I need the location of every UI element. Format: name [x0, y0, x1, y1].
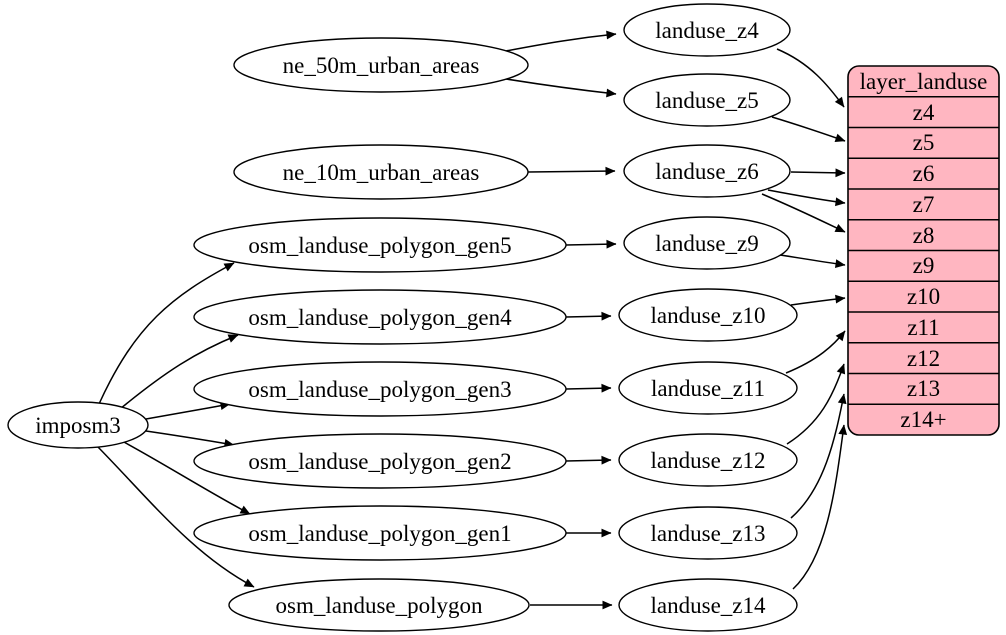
edge-ne_10m_urban_areas-landuse_z6 [527, 166, 616, 176]
layer_landuse-title: layer_landuse [860, 69, 988, 94]
record-row-label-z14: z14+ [900, 407, 946, 432]
imposm3-shape [7, 401, 149, 449]
node-layer_landuse: layer_landuse z4 z5 z6 z7 z8 z9 z10 z11 … [847, 65, 1000, 436]
node-landuse_z12: landuse_z12 [618, 433, 798, 487]
record-row-label-z4: z4 [913, 100, 935, 125]
node-landuse_z11: landuse_z11 [618, 361, 798, 415]
osm_landuse_polygon_gen4-label: osm_landuse_polygon_gen4 [248, 305, 512, 330]
landuse_z6-label: landuse_z6 [655, 159, 758, 184]
record-row-label-z13: z13 [907, 376, 940, 401]
node-landuse_z4: landuse_z4 [623, 3, 791, 57]
landuse_z10-label: landuse_z10 [651, 303, 766, 328]
osm_landuse_polygon_gen2-shape [193, 433, 567, 489]
osm_landuse_polygon_gen4-shape [193, 289, 567, 345]
landuse_z5-label: landuse_z5 [655, 88, 758, 113]
node-landuse_z6: landuse_z6 [623, 144, 791, 198]
edge-landuse_z11-row_z11 [785, 330, 846, 374]
edge-imposm3-osm_landuse_polygon_gen1 [121, 440, 251, 515]
node-osm_landuse_polygon_gen2: osm_landuse_polygon_gen2 [193, 433, 567, 489]
edge-osm_landuse_polygon_gen5-landuse_z9 [565, 239, 617, 249]
edge-landuse_z10-row_z10 [790, 294, 846, 306]
edge-landuse_z9-row_z9 [773, 253, 846, 269]
osm_landuse_polygon_gen3-shape [193, 361, 567, 417]
node-osm_landuse_polygon_gen1: osm_landuse_polygon_gen1 [193, 505, 567, 561]
edge-ne_50m_urban_areas-landuse_z4 [505, 30, 617, 52]
node-osm_landuse_polygon_gen3: osm_landuse_polygon_gen3 [193, 361, 567, 417]
node-landuse_z9: landuse_z9 [623, 216, 791, 270]
ne_10m_urban_areas-label: ne_10m_urban_areas [283, 160, 480, 185]
edge-imposm3-osm_landuse_polygon [96, 445, 255, 588]
node-osm_landuse_polygon_gen5: osm_landuse_polygon_gen5 [193, 217, 567, 273]
node-osm_landuse_polygon: osm_landuse_polygon [228, 578, 530, 632]
node-ne_50m_urban_areas: ne_50m_urban_areas [233, 37, 529, 93]
edge-osm_landuse_polygon_gen3-landuse_z11 [565, 383, 612, 393]
node-ne_10m_urban_areas: ne_10m_urban_areas [233, 144, 529, 200]
record-row-label-z7: z7 [913, 192, 935, 217]
record-row-label-z12: z12 [907, 346, 940, 371]
edge-landuse_z5-row_z5 [771, 116, 846, 143]
edge-osm_landuse_polygon_gen2-landuse_z12 [565, 455, 612, 465]
node-landuse_z13: landuse_z13 [618, 506, 798, 560]
record-row-label-z8: z8 [913, 223, 935, 248]
record-row-label-z11: z11 [907, 315, 939, 340]
landuse_z13-shape [618, 506, 798, 560]
osm_landuse_polygon-shape [228, 578, 530, 632]
landuse_z14-shape [618, 578, 798, 632]
osm_landuse_polygon_gen1-label: osm_landuse_polygon_gen1 [248, 521, 511, 546]
landuse_z6-shape [623, 144, 791, 198]
record-row-label-z10: z10 [907, 284, 940, 309]
osm_landuse_polygon-label: osm_landuse_polygon [276, 593, 483, 618]
record-row-label-z6: z6 [913, 161, 935, 186]
landuse_z4-shape [623, 3, 791, 57]
node-landuse_z14: landuse_z14 [618, 578, 798, 632]
node-landuse_z10: landuse_z10 [618, 288, 798, 342]
ne_50m_urban_areas-shape [233, 37, 529, 93]
imposm3-label: imposm3 [35, 413, 121, 438]
edge-landuse_z12-row_z12 [786, 363, 846, 445]
osm_landuse_polygon_gen5-label: osm_landuse_polygon_gen5 [248, 233, 511, 258]
edge-landuse_z6-row_z8 [761, 193, 846, 233]
edge-imposm3-osm_landuse_polygon_gen3 [145, 401, 231, 420]
edge-landuse_z13-row_z13 [790, 393, 847, 519]
landuse_z10-shape [618, 288, 798, 342]
edge-imposm3-osm_landuse_polygon_gen2 [145, 430, 235, 448]
ne_50m_urban_areas-label: ne_50m_urban_areas [283, 53, 480, 78]
ne_10m_urban_areas-shape [233, 144, 529, 200]
node-osm_landuse_polygon_gen4: osm_landuse_polygon_gen4 [193, 289, 567, 345]
landuse_z11-label: landuse_z11 [651, 376, 765, 401]
landuse_z5-shape [623, 73, 791, 127]
edge-imposm3-osm_landuse_polygon_gen5 [98, 262, 235, 405]
node-imposm3: imposm3 [7, 401, 149, 449]
osm_landuse_polygon_gen3-label: osm_landuse_polygon_gen3 [248, 377, 511, 402]
edge-ne_50m_urban_areas-landuse_z5 [505, 78, 617, 98]
node-landuse_z5: landuse_z5 [623, 73, 791, 127]
record-row-label-z5: z5 [913, 130, 935, 155]
landuse_z9-label: landuse_z9 [655, 231, 758, 256]
record-row-label-z9: z9 [913, 253, 935, 278]
landuse_z4-label: landuse_z4 [655, 18, 759, 43]
edge-osm_landuse_polygon_gen4-landuse_z10 [565, 311, 612, 321]
landuse_z12-shape [618, 433, 798, 487]
landuse_z11-shape [618, 361, 798, 415]
osm_landuse_polygon_gen2-label: osm_landuse_polygon_gen2 [248, 449, 511, 474]
osm_landuse_polygon_gen5-shape [193, 217, 567, 273]
edge-imposm3-osm_landuse_polygon_gen4 [119, 334, 239, 410]
osm_landuse_polygon_gen1-shape [193, 505, 567, 561]
landuse_z14-label: landuse_z14 [651, 593, 766, 618]
landuse_z12-label: landuse_z12 [651, 448, 766, 473]
edge-landuse_z6-row_z6 [790, 168, 846, 178]
landuse_z9-shape [623, 216, 791, 270]
edge-landuse_z6-row_z7 [767, 189, 846, 207]
landuse_z13-label: landuse_z13 [651, 521, 766, 546]
edge-landuse_z14-row_z14plus [792, 424, 848, 590]
edge-layer [96, 30, 848, 610]
edge-landuse_z4-row_z4 [776, 48, 845, 108]
